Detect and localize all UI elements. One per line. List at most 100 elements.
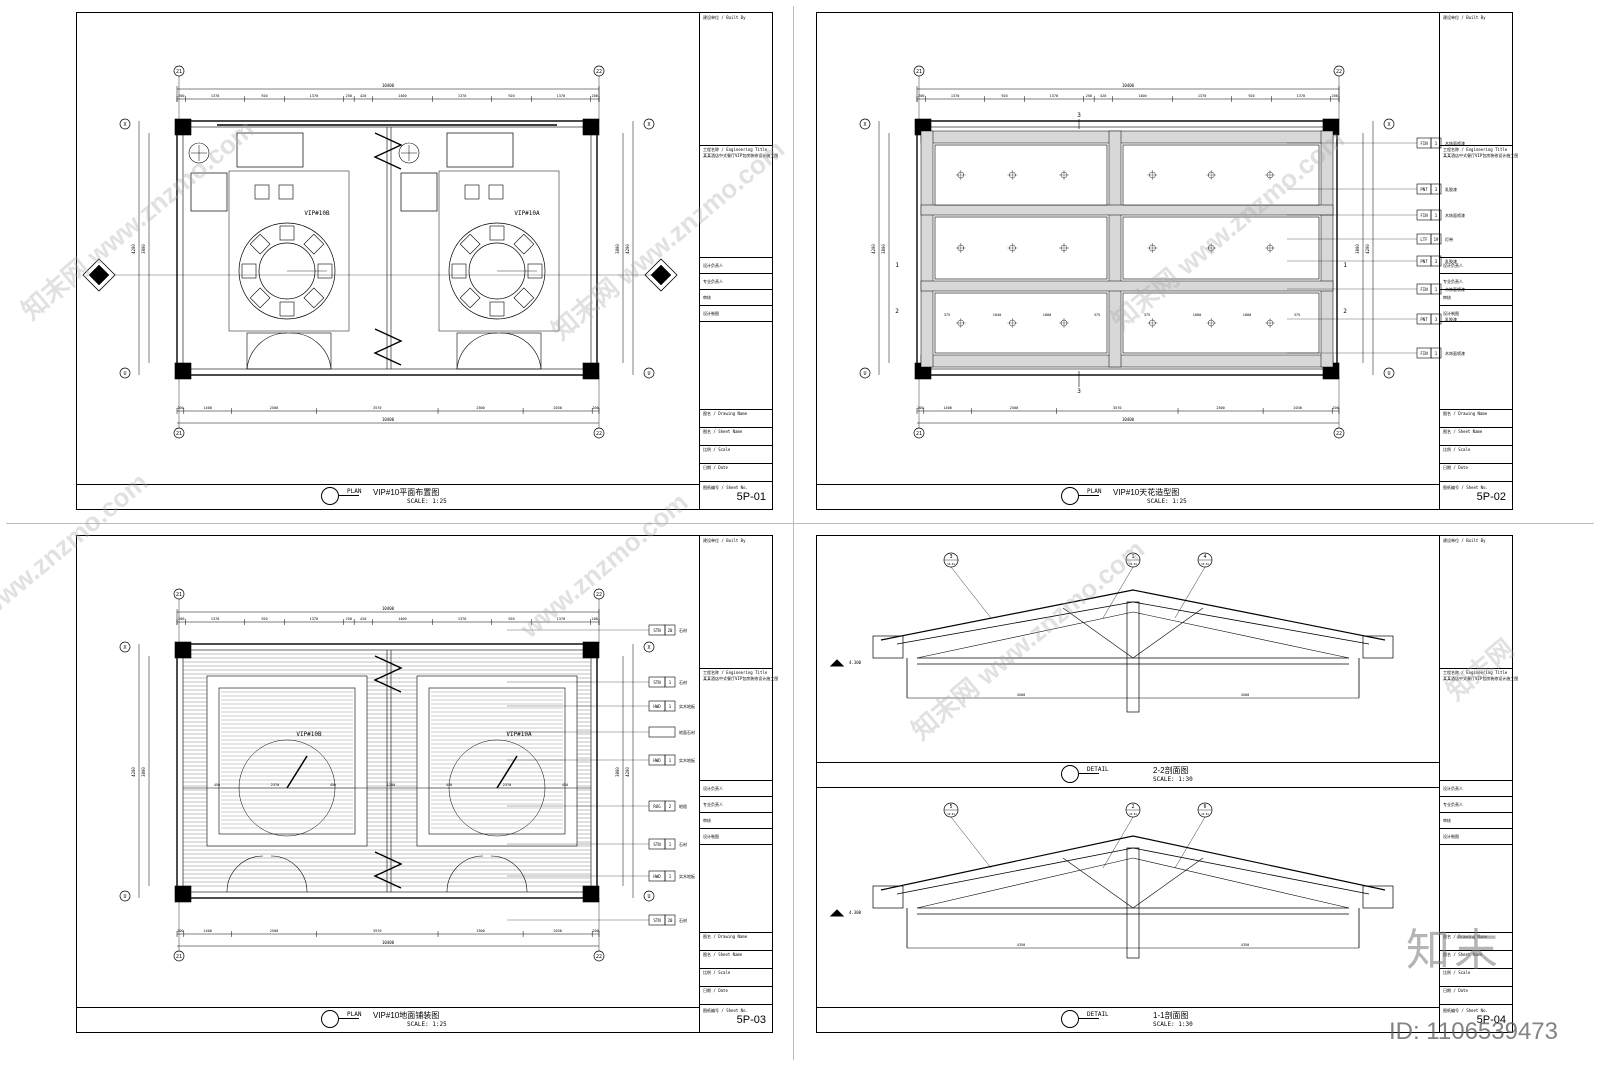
section-mark: 1 xyxy=(895,262,899,269)
dimension-text: 920 xyxy=(1001,94,1007,98)
dimension-text: 920 xyxy=(261,617,267,621)
title-block: 建设单位 / Built By 工程名称 / Engineering Title… xyxy=(699,13,778,509)
callout-leader xyxy=(950,816,992,869)
tag-note: 实木地板 xyxy=(679,703,695,709)
tag-note: 乳胶漆 xyxy=(1445,186,1457,192)
dimension-text: 4200 xyxy=(625,244,630,254)
dimension-text: 420 xyxy=(360,94,366,98)
tag-num-box xyxy=(1430,233,1442,245)
dimension-text: 1370 xyxy=(310,94,318,98)
tag-note: 木饰面喷漆 xyxy=(1445,212,1465,218)
dimension-text: 2500 xyxy=(1010,406,1018,410)
tag-note: 乳胶漆 xyxy=(1445,316,1457,322)
dimension-text: 200 xyxy=(592,94,598,98)
grid-label: U xyxy=(647,371,650,377)
dimension-text: 375 xyxy=(1294,313,1300,317)
sheet-caption: PLAN VIP#10地面铺装图 SCALE: 1:25 xyxy=(77,1007,700,1032)
dining-chair xyxy=(303,287,325,309)
tag-num: 1 xyxy=(669,758,672,763)
folding-partition xyxy=(373,328,403,366)
dimension-text: 4500 xyxy=(1241,693,1249,697)
dimension-text: 2030 xyxy=(553,406,561,410)
door-swing xyxy=(446,855,484,893)
tag-code: STN xyxy=(653,680,661,685)
dimension-text: 4350 xyxy=(1017,943,1025,947)
detail-callout-ref: SP-04 xyxy=(1129,812,1137,816)
tag-box xyxy=(648,726,676,738)
dimension-text: 1370 xyxy=(211,94,219,98)
dimension-text: 1400 xyxy=(203,406,211,410)
dining-chair xyxy=(303,233,325,255)
callout-leader xyxy=(1102,816,1134,869)
tag-code: LTF xyxy=(1420,237,1428,242)
callout-leader xyxy=(1174,566,1206,619)
dimension-text: 10400 xyxy=(1122,417,1135,422)
tag-note: 石材 xyxy=(679,917,687,923)
dimension-text: 2030 xyxy=(553,929,561,933)
dimension-text: 4200 xyxy=(131,244,136,254)
tag-code: STN xyxy=(653,918,661,923)
tag-note: 乳胶漆 xyxy=(1445,258,1457,264)
tag-num-box xyxy=(1430,209,1442,221)
dimension-text: 1400 xyxy=(203,929,211,933)
dimension-text: 3570 xyxy=(373,406,381,410)
roof-outer-line xyxy=(880,589,1386,641)
grid-label: 21 xyxy=(176,954,182,960)
dimension-text: 10400 xyxy=(382,940,395,945)
detail-callout-num: 2 xyxy=(1131,804,1134,810)
armchair xyxy=(190,172,228,212)
dimension-text: 1370 xyxy=(1050,94,1058,98)
drawing-title: 1-1剖面图 xyxy=(1153,1011,1189,1020)
grid-label: 21 xyxy=(176,69,182,75)
tag-note: 石材 xyxy=(679,841,687,847)
dimension-text: 10400 xyxy=(382,417,395,422)
tag-note: 灯带 xyxy=(1445,236,1453,242)
dimension-text: 450 xyxy=(214,783,220,787)
dining-chair xyxy=(513,233,535,255)
dimension-text: 3800 xyxy=(141,767,146,777)
dimension-text: 200 xyxy=(1332,94,1338,98)
dimension-text: 250 xyxy=(346,94,352,98)
grid-label: 22 xyxy=(596,431,602,437)
elevation-mark xyxy=(829,909,845,917)
dimension-text: 1000 xyxy=(1193,313,1201,317)
rug-outline xyxy=(228,170,350,332)
grid-label: 21 xyxy=(916,431,922,437)
dimension-text: 1370 xyxy=(458,94,466,98)
dimension-text: 200 xyxy=(178,94,184,98)
rug-outline xyxy=(438,170,560,332)
dining-chair xyxy=(459,287,481,309)
wood-trim-band xyxy=(1108,130,1122,368)
king-post xyxy=(1126,601,1140,713)
dimension-text: 450 xyxy=(446,783,452,787)
plant-pot xyxy=(188,142,210,164)
tag-code: HWD xyxy=(653,704,661,709)
tag-num: 20 xyxy=(668,918,673,923)
tag-num: 1 xyxy=(669,704,672,709)
callout-leader xyxy=(950,566,992,619)
grid-bubble xyxy=(119,118,131,130)
title-block: 建设单位 / Built By 工程名称 / Engineering Title… xyxy=(1439,536,1518,1032)
sheet-number: 5P-03 xyxy=(736,1014,766,1026)
dimension-text: 375 xyxy=(1144,313,1150,317)
furniture-marker xyxy=(286,755,308,789)
grid-label: X xyxy=(1387,122,1390,128)
dining-chair xyxy=(513,287,535,309)
grid-label: 21 xyxy=(176,592,182,598)
strut xyxy=(1132,607,1204,659)
dimension-text: 250 xyxy=(1086,94,1092,98)
tag-num-box xyxy=(1430,313,1442,325)
grid-bubble xyxy=(119,367,131,379)
grid-bubble xyxy=(643,890,655,902)
detail-callout-num: 3 xyxy=(949,554,952,560)
room-label: VIP#10A xyxy=(514,210,540,217)
door-swing xyxy=(246,332,288,370)
column xyxy=(174,885,192,903)
title-block: 建设单位 / Built By 工程名称 / Engineering Title… xyxy=(1439,13,1518,509)
tag-note: 木饰面喷漆 xyxy=(1445,350,1465,356)
column xyxy=(174,362,192,380)
